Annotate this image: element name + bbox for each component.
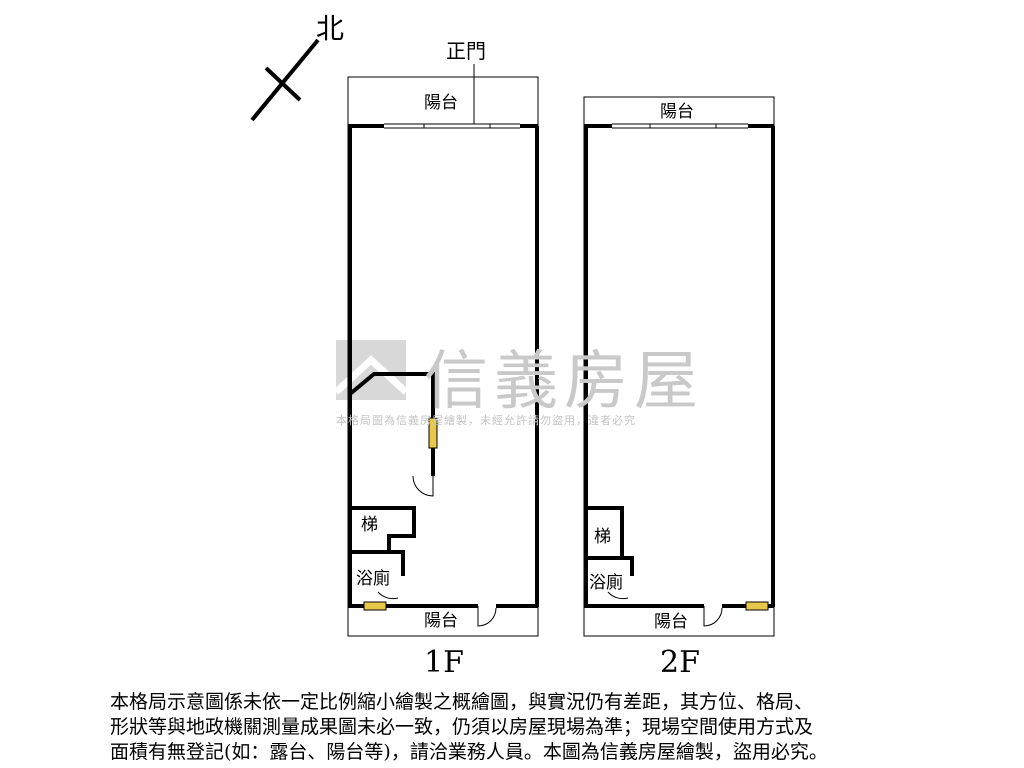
floor2-rear-balcony-label: 陽台 <box>654 612 688 632</box>
disclaimer-line-1: 本格局示意圖係未依一定比例縮小繪製之概繪圖，與實況仍有差距，其方位、格局、 <box>110 691 814 713</box>
floor1-stairs-label: 梯 <box>361 515 378 535</box>
disclaimer-line-3: 面積有無登記(如：露台、陽台等)，請洽業務人員。本圖為信義房屋繪製，盜用必究。 <box>110 741 828 763</box>
floor1-rear-balcony-label: 陽台 <box>424 611 458 631</box>
floor2-bathroom-label: 浴廁 <box>589 572 623 593</box>
floor2-stairs-label: 梯 <box>594 527 611 547</box>
floor2-front-balcony-label: 陽台 <box>660 102 694 122</box>
disclaimer-line-2: 形狀等與地政機關測量成果圖未必一致，仍須以房屋現場為準；現場空間使用方式及 <box>110 716 814 738</box>
floor2-label: 2F <box>660 645 700 680</box>
watermark-notice: 本格局圖為信義房屋繪製，未經允許請勿盜用，違者必究 <box>336 414 636 427</box>
floor2-plan <box>583 96 775 637</box>
floor1-bathroom-label: 浴廁 <box>356 568 390 589</box>
floor1-plan <box>347 76 539 637</box>
floor1-front-balcony-label: 陽台 <box>424 93 458 113</box>
north-label: 北 <box>316 12 344 45</box>
floor1-label: 1F <box>424 645 464 680</box>
north-arrow-icon <box>250 38 320 122</box>
watermark-brand: 信義房屋 <box>424 345 704 419</box>
entrance-label: 正門 <box>446 39 486 63</box>
disclaimer-text: 本格局示意圖係未依一定比例縮小繪製之概繪圖，與實況仍有差距，其方位、格局、 形狀… <box>110 690 910 765</box>
brand-logo-watermark <box>333 340 409 400</box>
